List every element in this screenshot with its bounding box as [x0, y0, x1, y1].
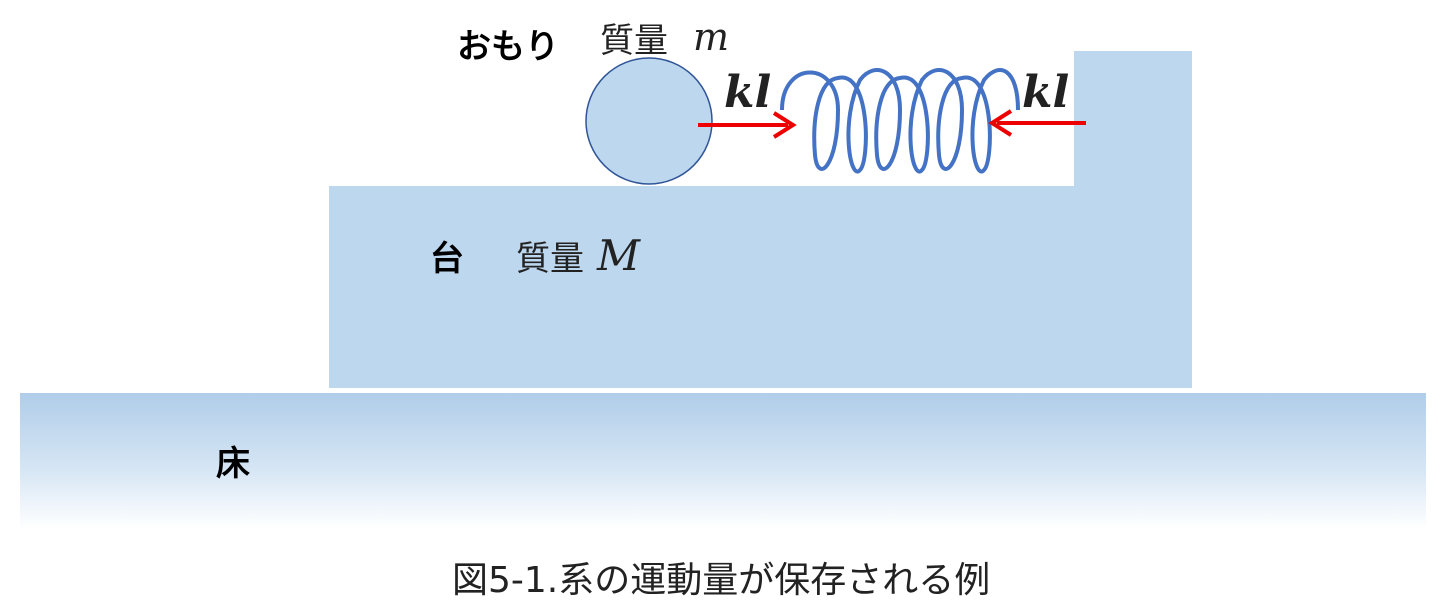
force-arrow-left	[698, 111, 797, 139]
platform	[329, 51, 1192, 388]
platform-mass-prefix: 質量	[516, 239, 584, 279]
force-arrow-right	[988, 109, 1086, 137]
floor	[20, 393, 1426, 529]
weight-label: おもり	[457, 27, 559, 67]
weight-mass-symbol: m	[693, 15, 729, 59]
figure-caption: 図5-1.系の運動量が保存される例	[452, 560, 990, 601]
spring-force-right-label: kl	[1022, 67, 1069, 118]
floor-label: 床	[216, 444, 250, 484]
platform-mass-symbol: M	[596, 231, 641, 280]
weight-mass-prefix: 質量	[600, 21, 668, 61]
weight-ball	[585, 57, 713, 185]
spring	[780, 68, 1020, 174]
platform-label: 台	[430, 239, 464, 279]
spring-force-left-label: kl	[724, 67, 771, 118]
